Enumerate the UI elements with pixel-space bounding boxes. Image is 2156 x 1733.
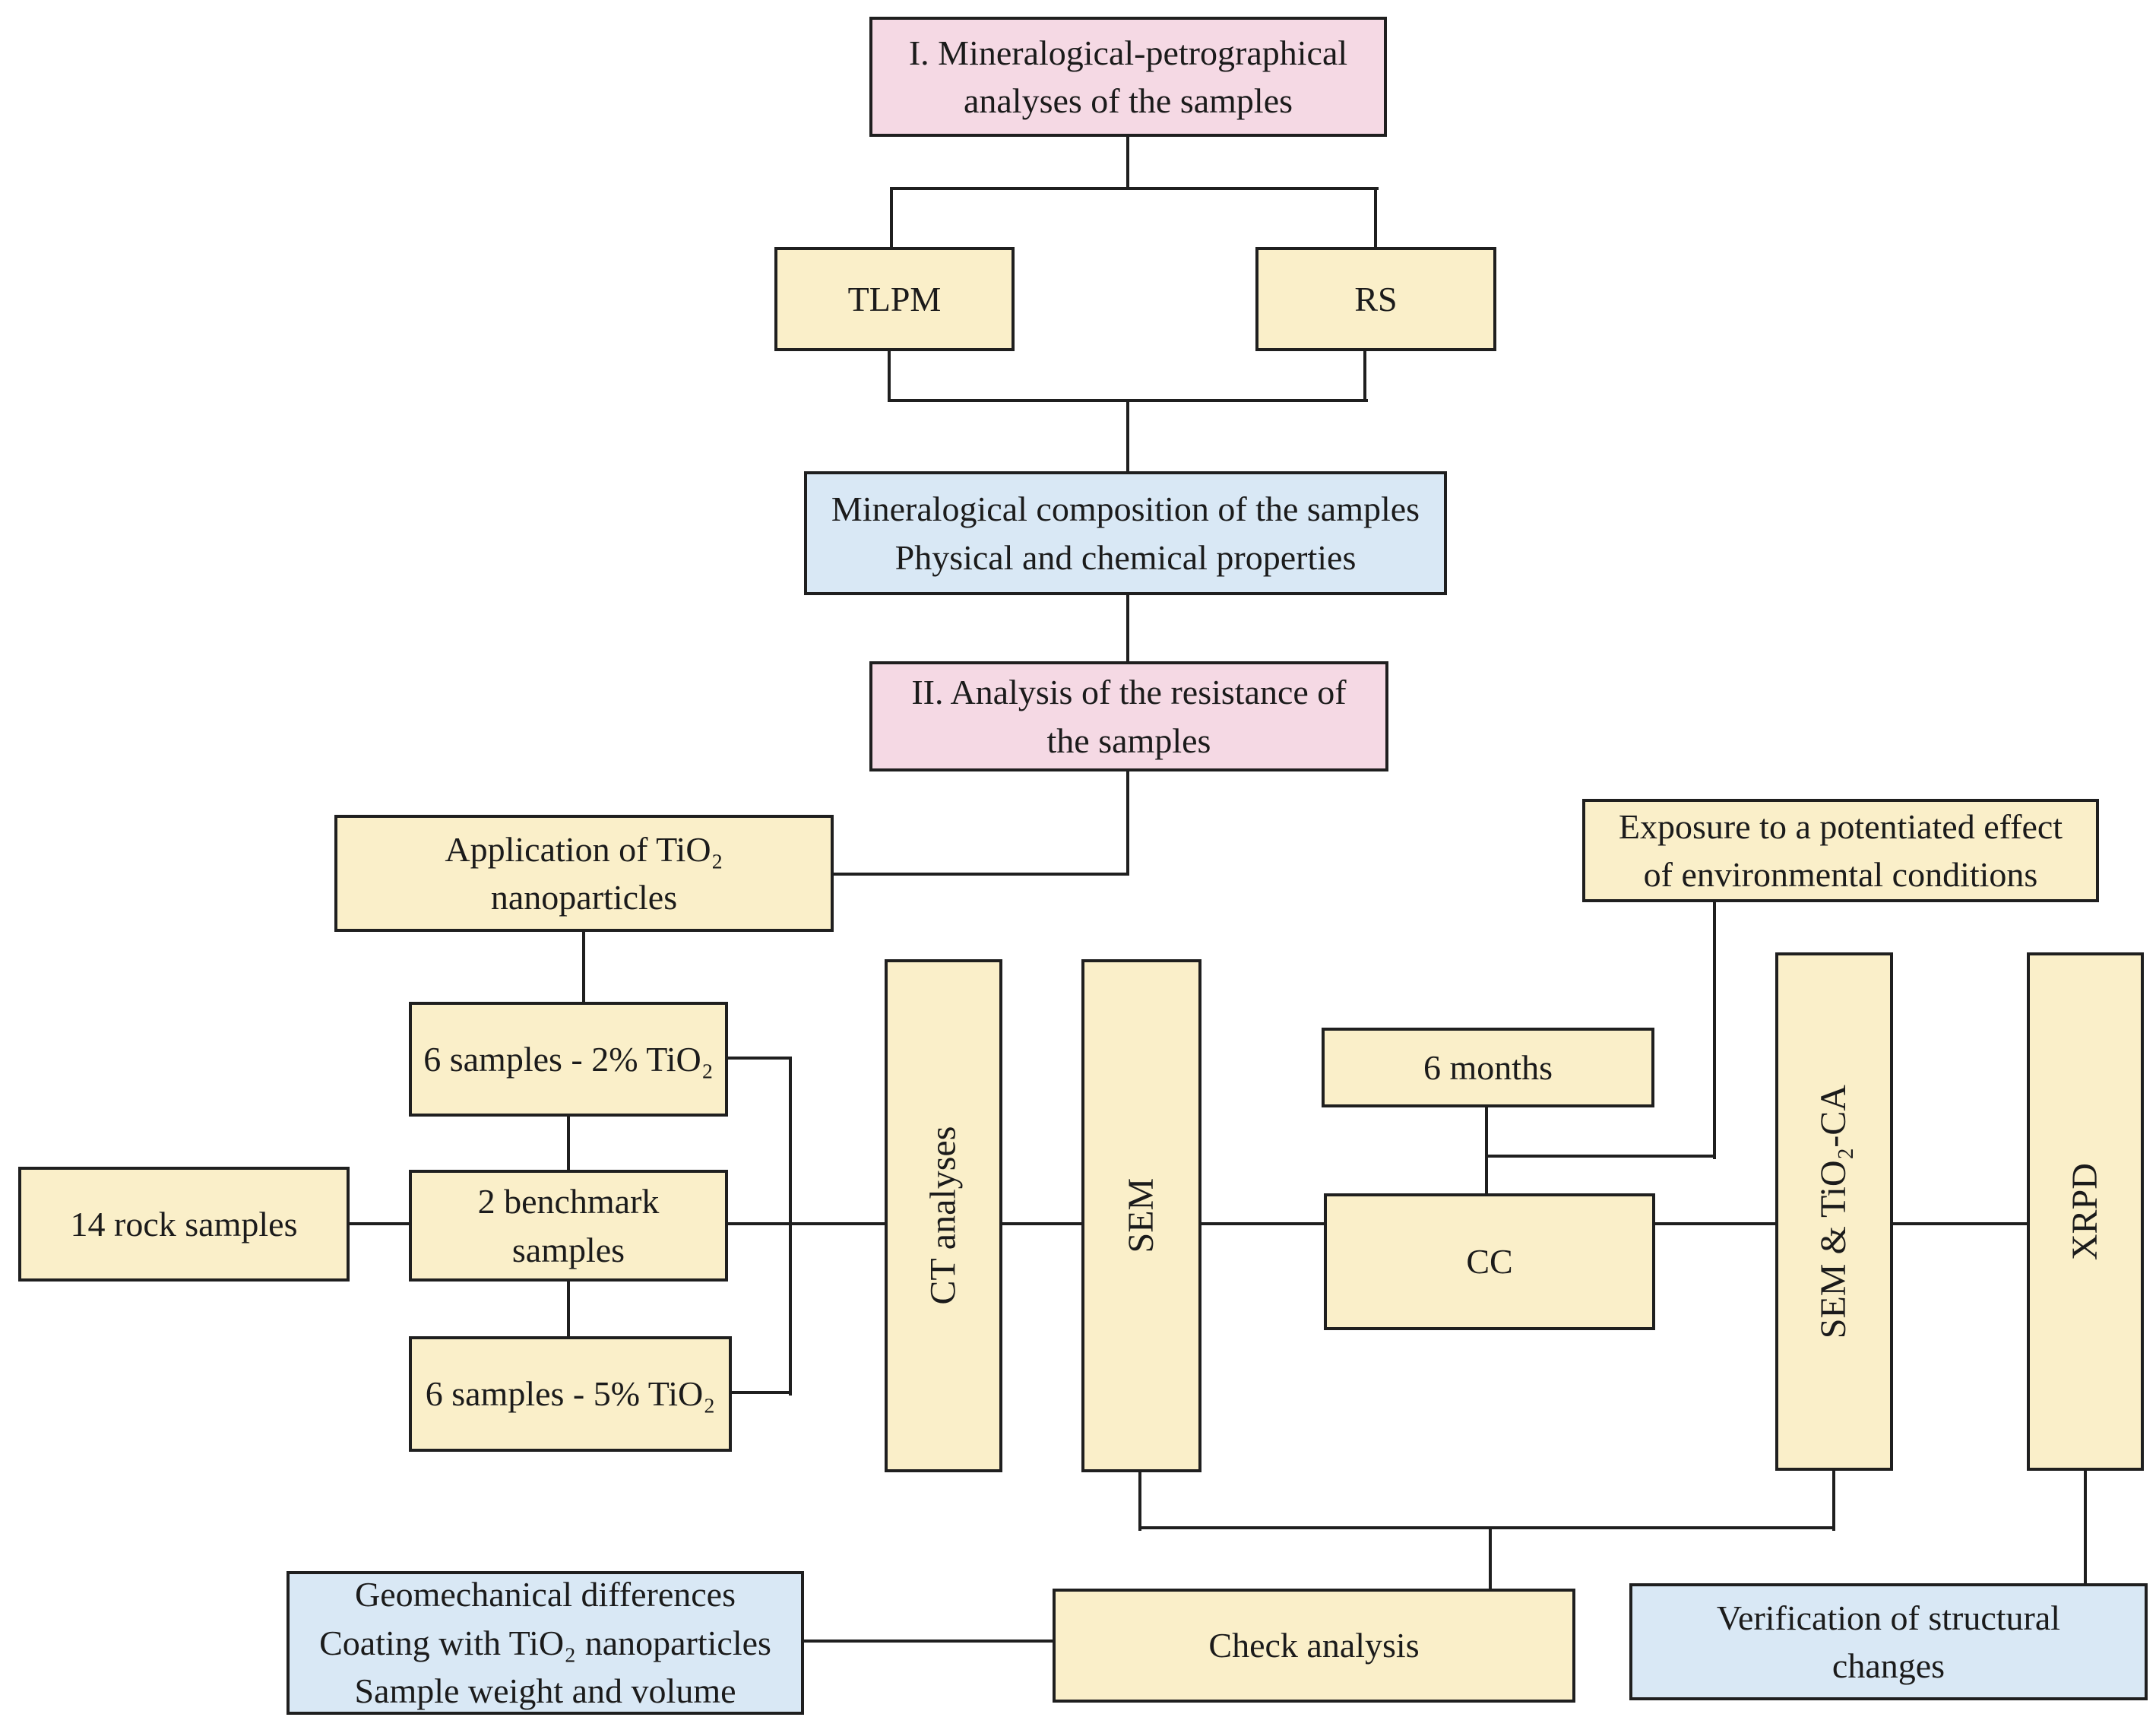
node-rs: RS (1255, 247, 1496, 351)
node-months6: 6 months (1322, 1028, 1654, 1107)
node-verification: Verification of structural changes (1629, 1583, 2148, 1700)
node-application-label: Application of TiO₂ nanoparticles (445, 829, 723, 917)
connector-line (2084, 1471, 2087, 1586)
node-check-label: Check analysis (1208, 1626, 1420, 1665)
node-mineral: Mineralogical composition of the samples… (804, 471, 1447, 595)
node-samples2pct: 6 samples - 2% TiO₂ (409, 1002, 728, 1117)
node-months6-label: 6 months (1423, 1047, 1553, 1087)
connector-line (1489, 1526, 1492, 1592)
node-rs-label: RS (1354, 279, 1398, 318)
node-benchmark: 2 benchmark samples (409, 1170, 728, 1282)
connector-line (1832, 1471, 1835, 1531)
connector-line (732, 1391, 792, 1394)
node-samples5pct-label: 6 samples - 5% TiO₂ (425, 1374, 716, 1414)
connector-line (1485, 1155, 1716, 1158)
node-tlpm-label: TLPM (847, 279, 942, 318)
node-stage1: I. Mineralogical-petrographical analyses… (869, 17, 1387, 137)
connector-line (1138, 1471, 1141, 1531)
node-samples2pct-label: 6 samples - 2% TiO₂ (423, 1039, 714, 1079)
connector-line (1126, 771, 1129, 876)
connector-line (1126, 399, 1129, 474)
node-check: Check analysis (1053, 1589, 1575, 1703)
connector-line (1374, 187, 1377, 250)
node-sem-label: SEM (1120, 1178, 1161, 1253)
connector-line (350, 1222, 412, 1225)
connector-line (1126, 595, 1129, 664)
connector-line (789, 1057, 792, 1396)
node-cc-label: CC (1466, 1242, 1513, 1282)
connector-line (890, 187, 1379, 190)
connector-line (804, 1640, 1056, 1643)
node-verification-label: Verification of structural changes (1716, 1598, 2061, 1685)
connector-line (1126, 137, 1129, 190)
node-stage2: II. Analysis of the resistance of the sa… (869, 661, 1388, 771)
connector-line (1655, 1222, 1778, 1225)
connector-line (1363, 351, 1366, 402)
connector-line (1485, 1107, 1488, 1196)
node-tlpm: TLPM (774, 247, 1015, 351)
node-xrpd-label: XRPD (2064, 1162, 2105, 1261)
connector-line (1893, 1222, 2030, 1225)
connector-line (1002, 1222, 1084, 1225)
connector-line (582, 932, 585, 1005)
connector-line (567, 1117, 570, 1173)
node-application: Application of TiO₂ nanoparticles (334, 815, 834, 932)
node-semtio2ca-label: SEM & TiO₂-CA (1813, 1084, 1854, 1339)
node-geo: Geomechanical differences Coating with T… (287, 1571, 804, 1715)
node-mineral-label: Mineralogical composition of the samples… (831, 489, 1420, 577)
node-exposure: Exposure to a potentiated effect of envi… (1582, 799, 2099, 902)
node-ct-label: CT analyses (923, 1126, 964, 1306)
node-sem: SEM (1081, 959, 1201, 1472)
connector-line (1713, 902, 1716, 1159)
node-xrpd: XRPD (2027, 952, 2144, 1471)
node-geo-label: Geomechanical differences Coating with T… (319, 1575, 771, 1711)
connector-line (888, 351, 891, 402)
node-rock14-label: 14 rock samples (70, 1204, 298, 1244)
connector-line (567, 1282, 570, 1339)
node-cc: CC (1324, 1193, 1655, 1330)
node-exposure-label: Exposure to a potentiated effect of envi… (1618, 806, 2063, 894)
node-ct: CT analyses (885, 959, 1002, 1472)
node-stage2-label: II. Analysis of the resistance of the sa… (911, 673, 1347, 760)
node-rock14: 14 rock samples (18, 1167, 350, 1282)
node-samples5pct: 6 samples - 5% TiO₂ (409, 1336, 732, 1452)
node-benchmark-label: 2 benchmark samples (477, 1182, 660, 1269)
connector-line (890, 187, 893, 250)
connector-line (1201, 1222, 1327, 1225)
node-stage1-label: I. Mineralogical-petrographical analyses… (908, 33, 1348, 120)
node-semtio2ca: SEM & TiO₂-CA (1775, 952, 1893, 1471)
connector-line (728, 1222, 888, 1225)
connector-line (834, 873, 1129, 876)
connector-line (728, 1057, 792, 1060)
connector-line (1138, 1526, 1835, 1529)
